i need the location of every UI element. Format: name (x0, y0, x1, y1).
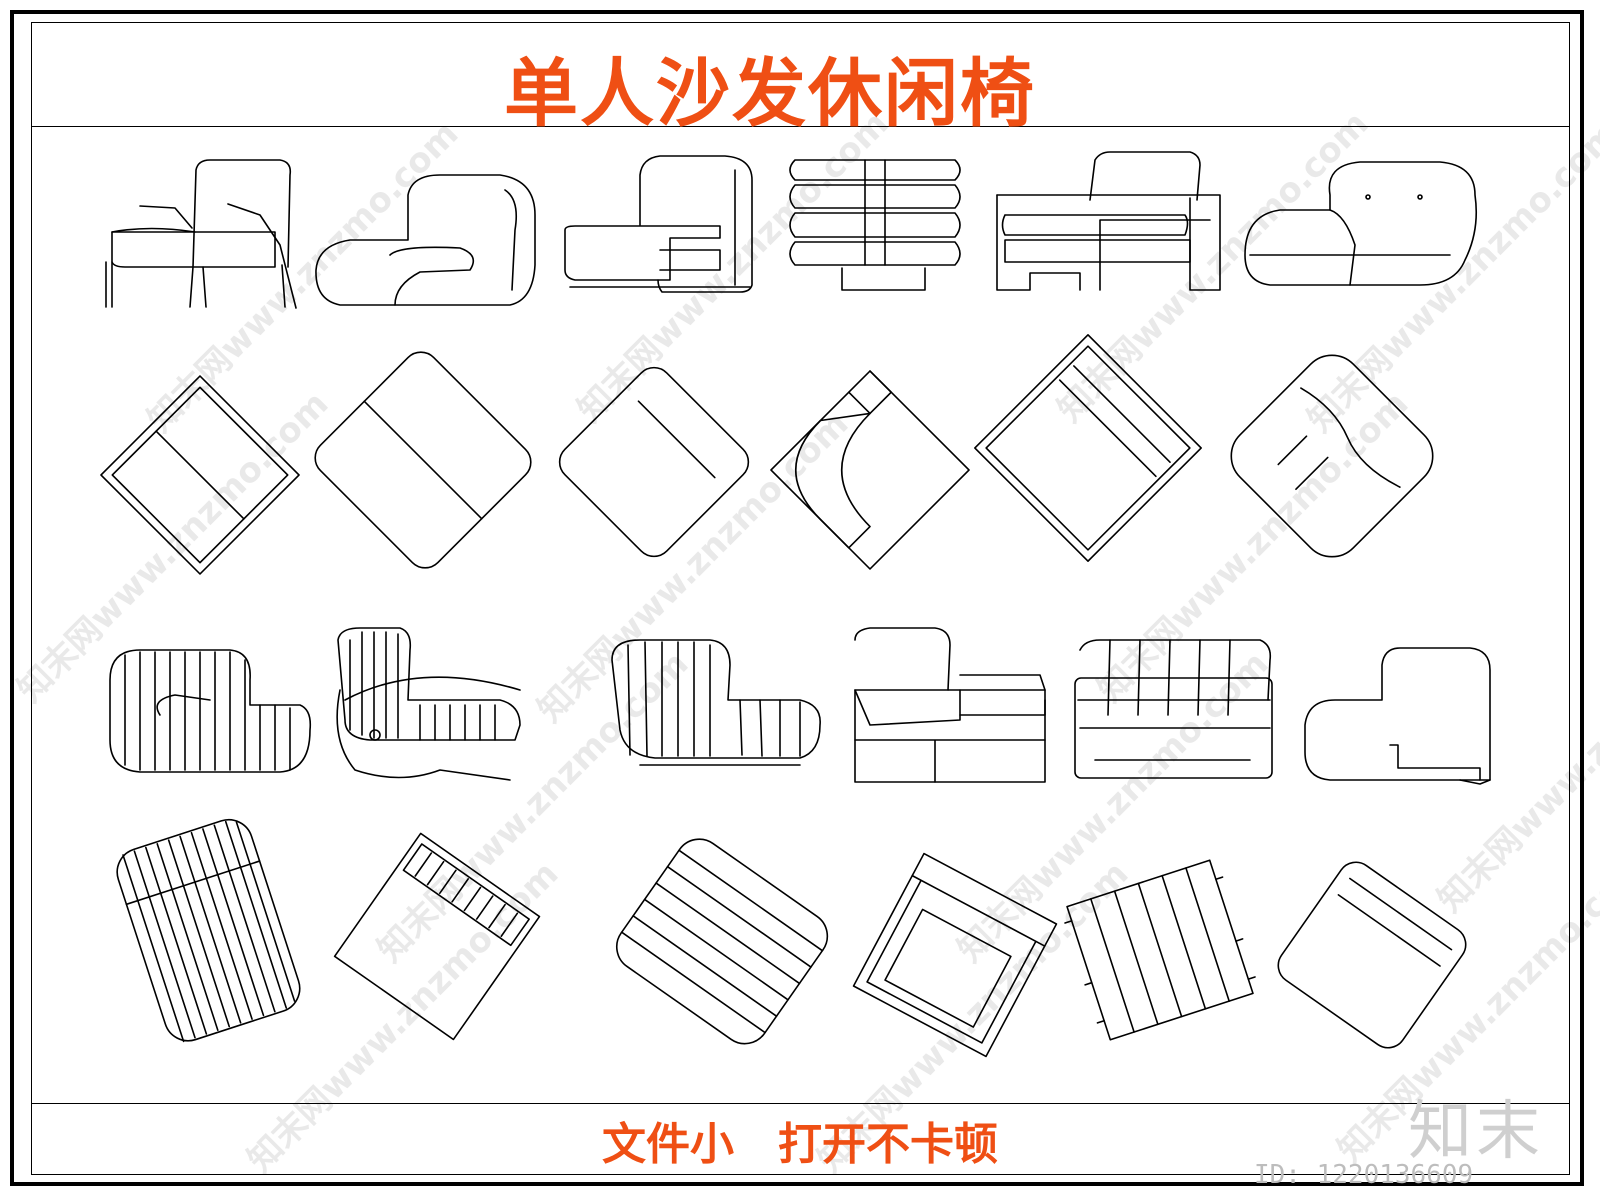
chair-r4c6-top (1277, 861, 1467, 1049)
chair-r2c1-top (100, 375, 300, 575)
chair-r3c6-side (1304, 647, 1491, 785)
chair-r2c6-top (1230, 354, 1434, 558)
chair-r4c4-top (852, 852, 1058, 1058)
chair-r2c3-top (558, 366, 750, 558)
footer-rule (31, 1103, 1570, 1104)
id-label: ID: 1220136609 (1254, 1160, 1474, 1190)
footer-caption-left: 文件小 (602, 1119, 734, 1170)
chair-r4c2-top (333, 832, 541, 1041)
chair-r3c5-side (1074, 639, 1273, 779)
inner-frame (31, 22, 1570, 1175)
chair-r1c6-side (1244, 161, 1478, 286)
chair-r4c1-top (116, 818, 301, 1043)
chair-r3c2-side (336, 627, 521, 781)
header-rule (31, 126, 1570, 127)
chair-r1c5-side (996, 151, 1221, 291)
outer-frame (10, 10, 1584, 1186)
chair-r1c3-side (564, 155, 753, 293)
chair-r2c5-top (974, 334, 1202, 562)
chair-r2c2-top (314, 351, 532, 569)
chair-r4c5-top (1064, 859, 1256, 1041)
footer-caption-right: 打开不卡顿 (778, 1119, 998, 1170)
chair-r3c4-side (854, 627, 1046, 783)
footer-caption: 文件小打开不卡顿 (0, 1108, 1600, 1172)
chair-r4c3-top (615, 838, 829, 1045)
chair-r1c4-side (789, 159, 961, 291)
brand-logo: 知末 (1408, 1095, 1544, 1169)
chair-r3c1-side (109, 649, 312, 773)
chair-r1c2-side (315, 174, 536, 306)
page-title: 单人沙发休闲椅 (504, 51, 1036, 137)
chair-r3c3-side (611, 639, 821, 766)
chair-r1c1-side (105, 159, 297, 309)
chair-r2c4-top (770, 370, 970, 570)
